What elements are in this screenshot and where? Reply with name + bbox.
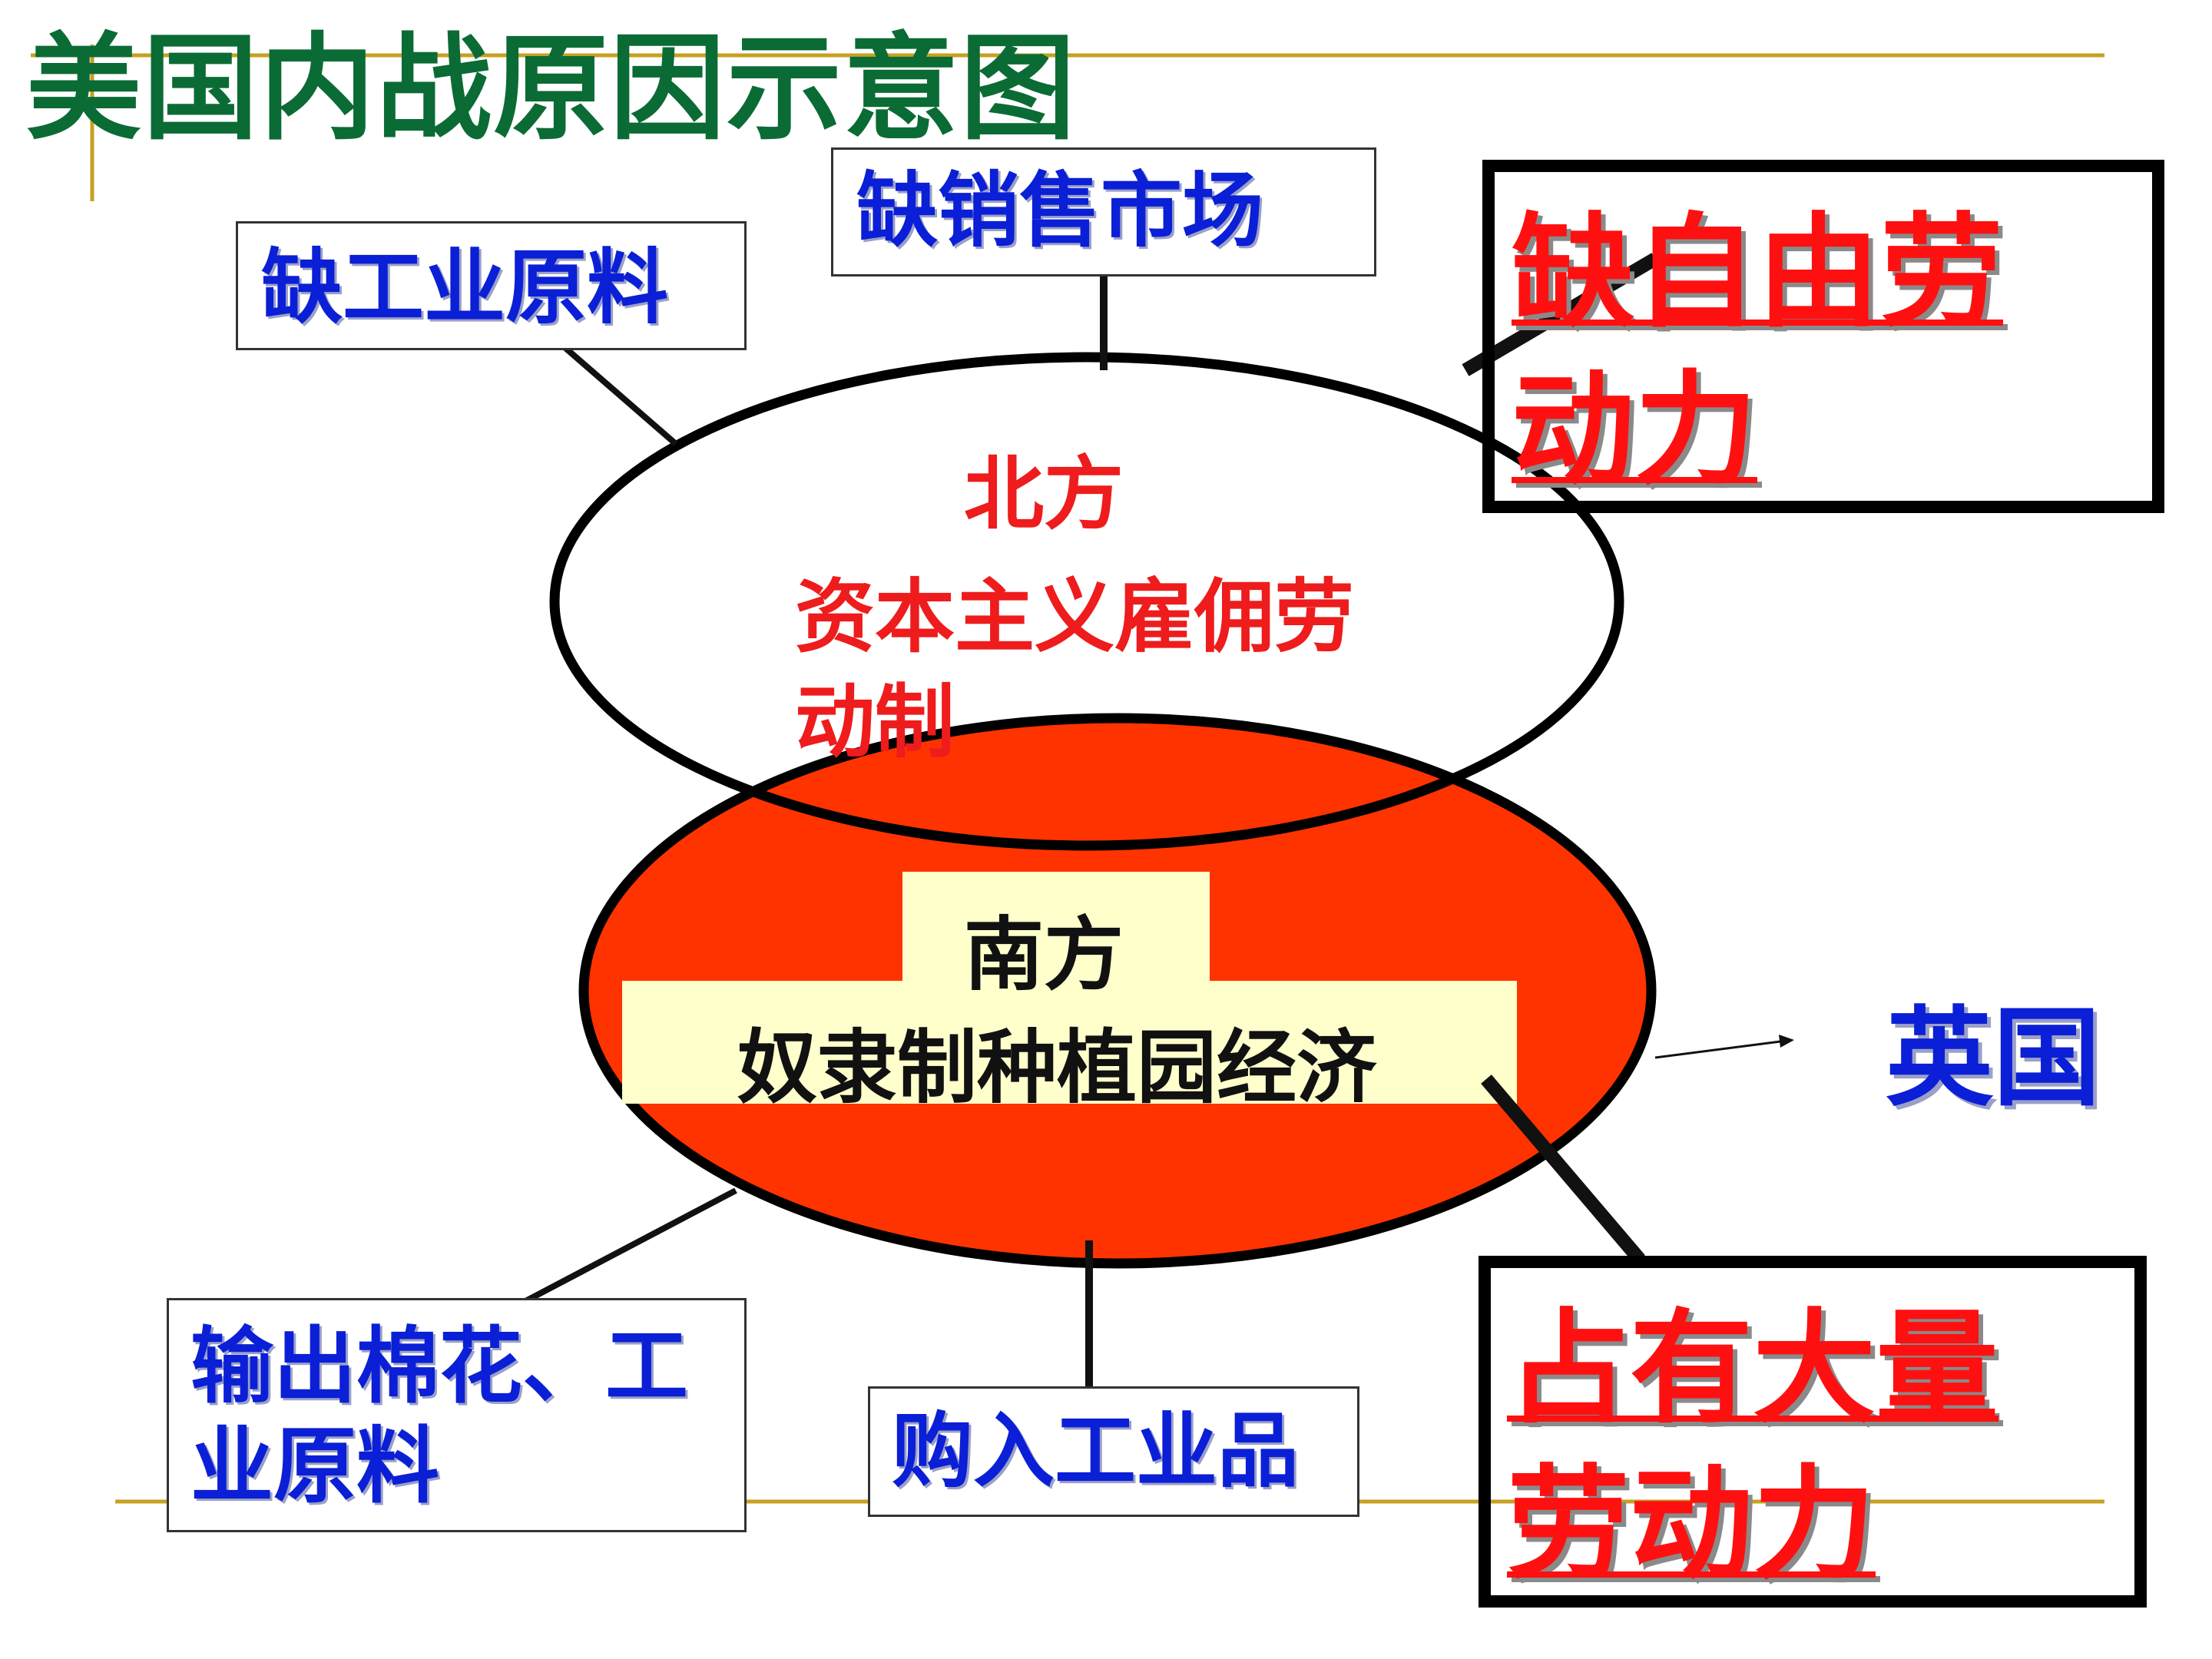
- north-need-labor-line2: 动力: [1512, 358, 1758, 502]
- south-label-bottom: [622, 981, 1517, 1104]
- north-ellipse: [549, 352, 1624, 851]
- connector-export: [498, 1187, 737, 1318]
- north-name: 北方: [964, 447, 1124, 541]
- south-labor-line2: 劳动力: [1507, 1452, 1876, 1596]
- north-system-line2: 动制: [795, 675, 955, 769]
- south-export-box: 输出棉花、工 业原料: [167, 1298, 747, 1532]
- south-labor-line1: 占有大量: [1507, 1296, 1999, 1440]
- connector-free-labor: [1462, 253, 1659, 376]
- south-name: 南方: [964, 908, 1124, 1002]
- britain-label: 英国: [1886, 996, 2101, 1121]
- connector-labor: [1481, 1075, 1645, 1264]
- arrow-to-britain: [1654, 1040, 1781, 1059]
- north-need-raw-materials-box: 缺工业原料: [236, 221, 747, 350]
- south-label-top: [902, 872, 1210, 987]
- south-import-box: 购入工业品: [868, 1386, 1359, 1517]
- north-need-raw-materials: 缺工业原料: [261, 240, 668, 335]
- page-title: 美国内战原因示意图: [26, 22, 1078, 156]
- south-export-line2: 业原料: [190, 1419, 440, 1515]
- north-need-labor-line1: 缺自由劳: [1512, 200, 2004, 344]
- arrow-head: [1779, 1035, 1794, 1048]
- north-system-line1: 资本主义雇佣劳: [795, 570, 1355, 664]
- north-need-market: 缺销售市场: [856, 164, 1263, 258]
- south-labor-box: [1479, 1256, 2147, 1608]
- south-export-line1: 输出棉花、工: [190, 1319, 689, 1415]
- north-need-market-box: 缺销售市场: [831, 147, 1376, 276]
- south-system: 奴隶制种植园经济: [737, 1021, 1377, 1114]
- north-need-labor-box: [1482, 160, 2164, 513]
- south-import: 购入工业品: [892, 1404, 1299, 1498]
